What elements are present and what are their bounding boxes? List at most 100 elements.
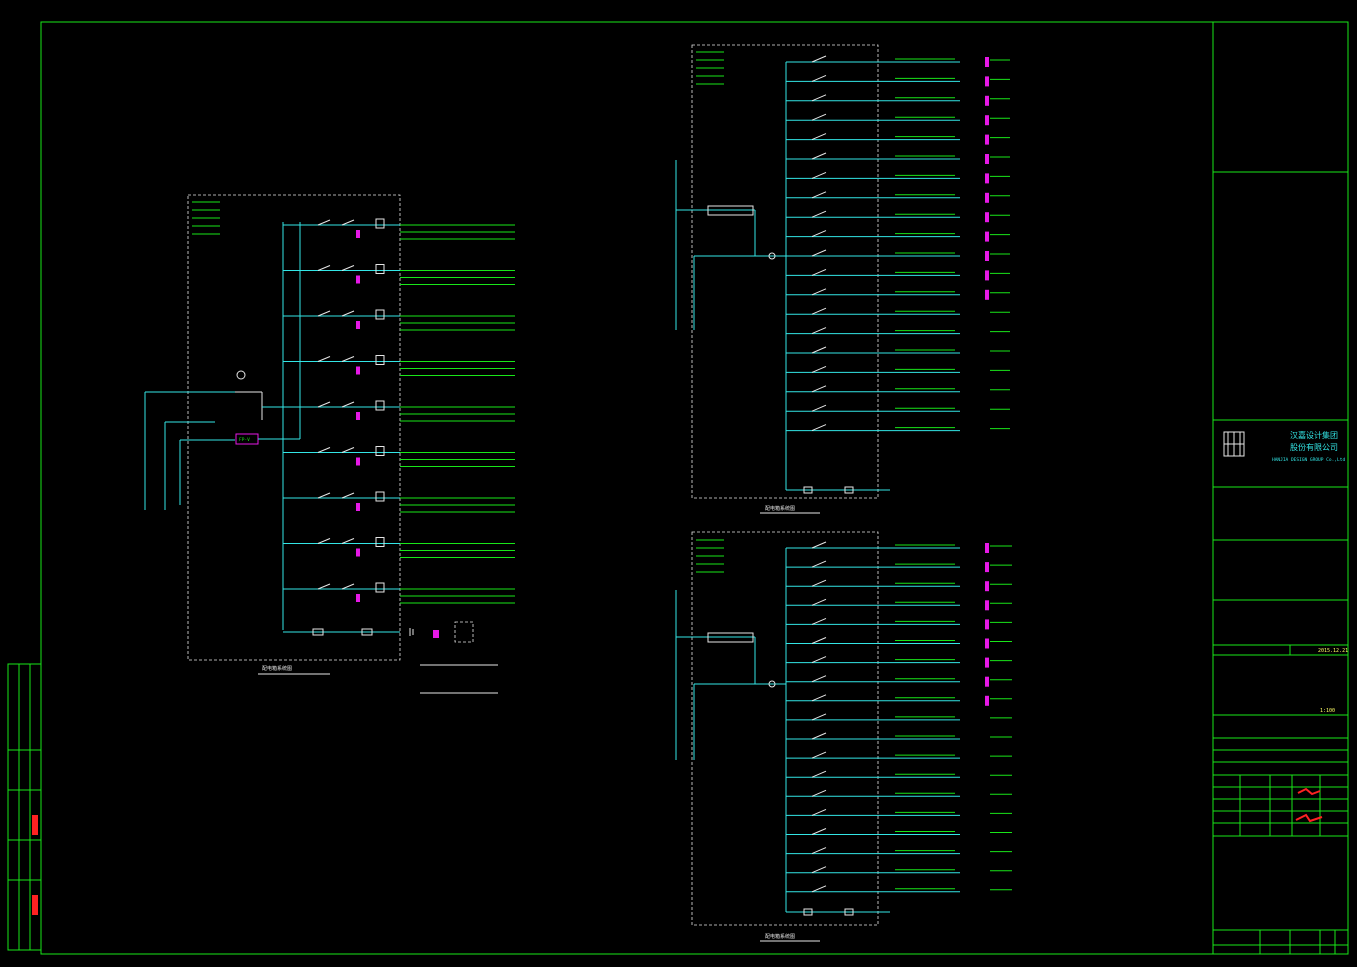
left-branch-rcd [341,401,355,408]
left-branch-meter [375,400,385,411]
left-branch-breaker [317,401,331,408]
rb-branch-breaker [811,885,827,893]
left-branch-breaker [317,265,331,271]
rt-branch-breaker [811,94,827,102]
rb-terminal [985,657,989,668]
rt-terminal [985,134,989,145]
left-branch-rcd [341,538,355,544]
rt-terminal [985,192,989,203]
left-branch-rcd [341,265,355,271]
left-branch-meter [375,309,385,320]
rb-terminal [985,638,989,649]
left-branch-terminal [356,321,360,329]
rt-branch-breaker [811,365,827,373]
left-branch-breaker [317,356,331,362]
left-branch-rcd [341,310,355,317]
left-branch-rcd [341,583,355,590]
rt-branch-breaker [811,55,827,63]
left-panel-caption: 配电箱系统图 [262,665,292,672]
right-top-distribution-panel: 配电箱系统图 [675,44,890,514]
right-bottom-distribution-panel: 配电箱系统图 [675,531,890,942]
rb-branch-breaker [811,579,827,587]
left-branch-breaker [317,538,331,544]
left-revision-strip [7,663,42,951]
rt-branch-breaker [811,133,827,141]
rb-branch-breaker [811,808,827,816]
rt-terminal [985,231,989,242]
rt-branch-breaker [811,249,827,257]
generated-circuits [192,51,1012,893]
rt-branch-breaker [811,404,827,412]
rt-branch-breaker [811,113,827,121]
drawing-border [40,21,1349,955]
rt-terminal [985,212,989,223]
rt-terminal [985,154,989,164]
rb-branch-breaker [811,789,827,797]
company-name-line1: 汉嘉设计集团 [1290,430,1338,440]
left-branch-meter [375,446,385,456]
left-branch-meter [375,582,385,593]
left-branch-breaker [317,492,331,499]
title-block [1212,21,1349,955]
rt-branch-breaker [811,385,827,393]
rb-branch-breaker [811,847,827,855]
right-bottom-panel-caption: 配电箱系统图 [765,933,795,940]
rt-terminal [985,289,989,300]
rb-branch-breaker [811,828,827,835]
left-branch-rcd [341,219,355,226]
left-branch-meter [375,355,385,365]
left-branch-breaker [317,447,331,453]
rb-branch-breaker [811,617,827,625]
rb-branch-breaker [811,732,827,740]
rb-branch-breaker [811,713,827,721]
rb-branch-breaker [811,541,827,549]
rb-branch-breaker [811,598,827,606]
rb-terminal [985,581,989,592]
left-branch-rcd [341,447,355,453]
left-distribution-panel: FP-V 配电箱系统图 [144,194,498,694]
rb-terminal [985,619,989,630]
rt-branch-breaker [811,74,827,82]
rb-branch-breaker [811,751,827,759]
left-branch-breaker [317,219,331,226]
signature-stamps [1295,787,1323,823]
rb-terminal [985,543,989,553]
rt-branch-breaker [811,424,827,432]
fp-v-label: FP-V [239,437,250,443]
left-branch-terminal [356,275,360,284]
left-branch-rcd [341,492,355,499]
rt-terminal [985,115,989,126]
left-branch-meter [375,537,385,547]
rt-terminal [985,251,989,261]
left-branch-terminal [356,366,360,375]
left-branch-terminal [356,503,360,511]
rb-branch-breaker [811,656,827,664]
rt-branch-breaker [811,346,827,354]
rt-branch-breaker [811,210,827,218]
company-name-line2: 股份有限公司 [1290,442,1338,452]
left-branch-meter [375,264,385,274]
left-branch-breaker [317,583,331,590]
company-name-en: HANJIA DESIGN GROUP Co.,Ltd [1272,457,1345,463]
rt-branch-breaker [811,307,827,315]
rt-branch-breaker [811,191,827,199]
rt-terminal [985,76,989,87]
rt-terminal [985,270,989,281]
left-branch-breaker [317,310,331,317]
rt-branch-breaker [811,152,827,160]
rb-branch-breaker [811,637,827,644]
rb-branch-breaker [811,675,827,683]
rb-branch-breaker [811,694,827,702]
rb-terminal [985,600,989,611]
rb-terminal [985,676,989,687]
rb-branch-breaker [811,770,827,778]
rt-branch-breaker [811,268,827,276]
left-branch-meter [375,218,385,229]
rt-terminal [985,57,989,67]
rt-branch-breaker [811,171,827,179]
left-branch-meter [375,491,385,502]
rt-branch-breaker [811,327,827,335]
rb-branch-breaker [811,560,827,568]
rb-terminal [985,562,989,573]
rt-branch-breaker [811,230,827,238]
